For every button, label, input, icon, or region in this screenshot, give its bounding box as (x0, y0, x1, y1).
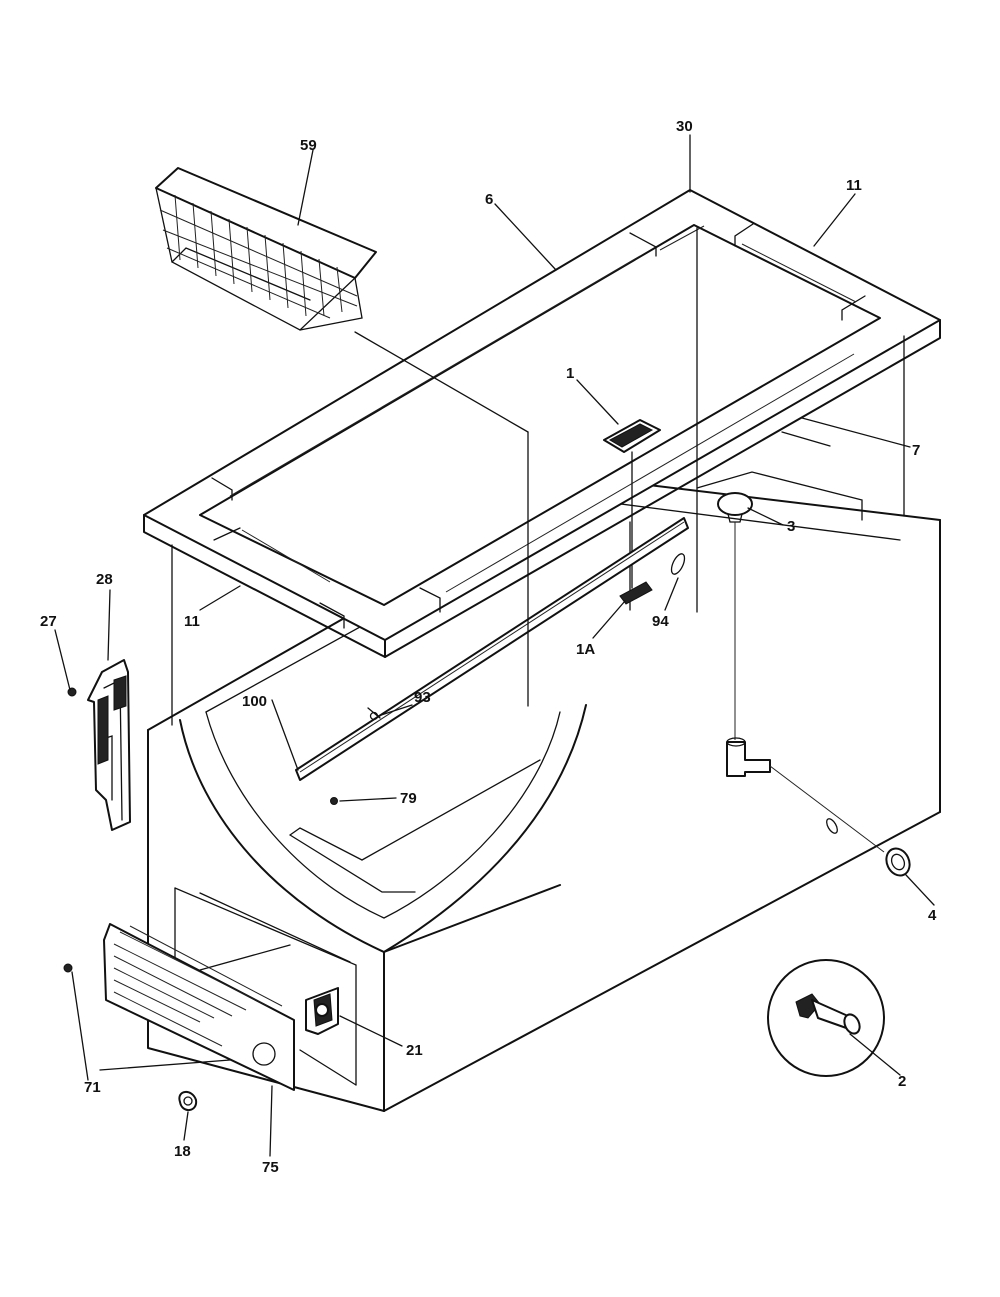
label-part-2: 2 (898, 1073, 906, 1090)
label-part-11-top: 11 (846, 177, 862, 194)
label-part-27: 27 (40, 613, 57, 630)
front-grille (63, 923, 295, 1111)
label-part-94: 94 (652, 613, 669, 630)
label-part-6: 6 (485, 191, 493, 208)
label-part-21: 21 (406, 1042, 423, 1059)
screw-79 (330, 797, 338, 805)
label-part-59: 59 (300, 137, 317, 154)
lid-gasket-frame (143, 189, 941, 658)
label-part-1A: 1A (576, 641, 595, 658)
wire-basket (155, 167, 377, 331)
label-part-4: 4 (928, 907, 937, 924)
leader-lines (54, 134, 935, 1157)
label-part-100: 100 (242, 693, 267, 710)
label-part-11-bottom: 11 (184, 613, 200, 630)
label-part-30: 30 (676, 118, 693, 135)
label-part-93: 93 (414, 689, 431, 706)
control-unit (305, 987, 339, 1035)
lid-rail-strip (295, 517, 689, 781)
label-part-75: 75 (262, 1159, 279, 1176)
drain-fitting (726, 737, 911, 877)
drain-plug (717, 492, 753, 740)
label-part-7: 7 (912, 442, 920, 459)
hinge (67, 659, 131, 831)
label-part-71: 71 (84, 1079, 101, 1096)
detail-inset-2 (767, 959, 885, 1077)
label-part-18: 18 (174, 1143, 191, 1160)
label-part-3: 3 (787, 518, 795, 535)
latch-part (603, 419, 661, 589)
label-part-28: 28 (96, 571, 113, 588)
label-part-79: 79 (400, 790, 417, 807)
oring-94 (670, 553, 686, 575)
label-part-1: 1 (566, 365, 574, 382)
